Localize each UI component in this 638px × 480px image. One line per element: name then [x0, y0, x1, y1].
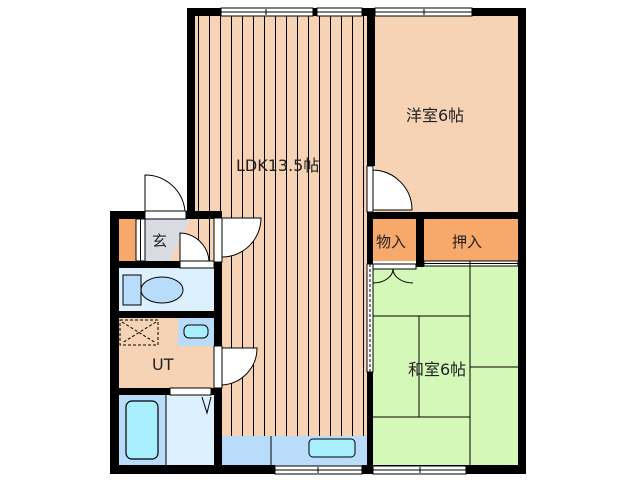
- doors: [144, 165, 417, 396]
- room-japanese: [372, 265, 518, 465]
- room-label-japanese: 和室6帖: [408, 360, 466, 379]
- room-bath: [119, 395, 214, 465]
- sliding-door-japanese: [366, 263, 374, 373]
- window-ldk-top-1: [220, 7, 314, 17]
- door-bath: [169, 387, 212, 396]
- bathtub-icon: [125, 400, 159, 460]
- room-entrance: [145, 219, 190, 261]
- room-label-entrance: 玄: [152, 232, 167, 250]
- room-label-ldk: LDK13.5帖: [236, 156, 319, 175]
- sliding-door-shoe-cabinet: [135, 218, 146, 262]
- toilet-bowl-icon: [140, 276, 184, 304]
- washbasin-icon: [183, 324, 209, 339]
- toilet-tank-icon: [122, 274, 142, 306]
- room-toilet: [119, 268, 214, 311]
- room-label-closet-small: 物入: [376, 233, 406, 251]
- windows: [135, 7, 519, 475]
- tatami-lines: [373, 265, 518, 465]
- window-ldk-bottom: [274, 465, 363, 475]
- shower-icon: [201, 396, 212, 415]
- window-japanese-bottom: [372, 465, 467, 475]
- door-ldk-hall: [221, 217, 262, 258]
- room-label-closet-oshiire: 押入: [452, 233, 482, 251]
- door-toilet: [179, 232, 210, 262]
- door-closet-small: [372, 263, 417, 270]
- room-utility: [119, 318, 214, 388]
- door-western: [372, 169, 413, 211]
- door-front: [144, 174, 186, 212]
- sliding-door-oshiire: [423, 260, 519, 267]
- room-label-western: 洋室6帖: [406, 106, 464, 125]
- window-western-top: [374, 7, 473, 17]
- sink-icon: [308, 438, 356, 458]
- room-closet-oshiire: [424, 219, 518, 261]
- room-western: [375, 15, 518, 212]
- window-ldk-top-2: [316, 7, 363, 17]
- room-closet-small: [372, 219, 416, 261]
- shoe-cabinet: [119, 219, 136, 261]
- room-label-utility: UT: [152, 355, 174, 374]
- washer-space: [119, 319, 159, 346]
- door-utility: [221, 347, 258, 386]
